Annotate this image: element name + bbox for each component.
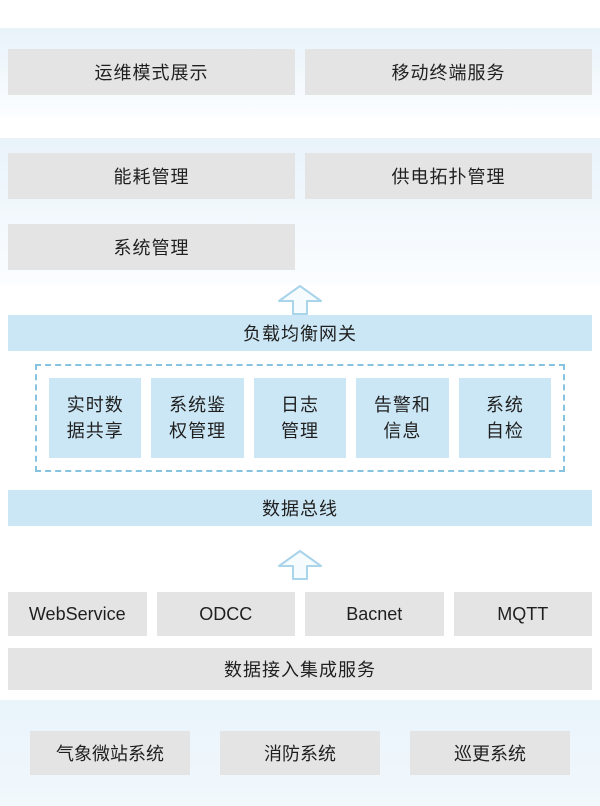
presentation-layer-band: 运维模式展示 移动终端服务 — [0, 28, 600, 116]
box-ops-mode-display: 运维模式展示 — [8, 49, 295, 95]
box-system-self-check: 系统 自检 — [458, 378, 552, 458]
management-layer-band: 能耗管理 供电拓扑管理 系统管理 — [0, 138, 600, 285]
box-system-auth-management: 系统鉴 权管理 — [151, 378, 244, 458]
gap — [0, 690, 600, 700]
box-system-management: 系统管理 — [8, 224, 295, 270]
box-patrol-system: 巡更系统 — [410, 731, 570, 775]
box-realtime-data-sharing: 实时数 据共享 — [49, 378, 142, 458]
data-bus-bar: 数据总线 — [8, 490, 592, 526]
load-balancing-gateway-bar: 负载均衡网关 — [8, 315, 592, 351]
up-arrow-icon — [0, 550, 600, 580]
box-power-topology-management: 供电拓扑管理 — [305, 153, 592, 199]
box-log-management: 日志 管理 — [253, 378, 347, 458]
box-fire-protection-system: 消防系统 — [220, 731, 380, 775]
gap — [0, 472, 600, 490]
gap — [0, 526, 600, 550]
box-alarm-and-info: 告警和 信息 — [356, 378, 449, 458]
gap — [0, 116, 600, 138]
external-systems-band: 气象微站系统 消防系统 巡更系统 — [0, 700, 600, 806]
box-odcc: ODCC — [156, 592, 295, 636]
box-mobile-terminal-service: 移动终端服务 — [305, 49, 592, 95]
up-arrow-icon — [0, 285, 600, 315]
top-margin — [0, 0, 600, 28]
box-weather-microstation-system: 气象微站系统 — [30, 731, 190, 775]
gap — [0, 580, 600, 592]
box-mqtt: MQTT — [453, 592, 592, 636]
core-services-group: 实时数 据共享 系统鉴 权管理 日志 管理 告警和 信息 系统 自检 — [35, 364, 565, 472]
box-energy-management: 能耗管理 — [8, 153, 295, 199]
protocol-row: WebService ODCC Bacnet MQTT — [0, 592, 600, 636]
box-bacnet: Bacnet — [305, 592, 444, 636]
box-webservice: WebService — [8, 592, 147, 636]
gap — [0, 351, 600, 364]
data-integration-service-bar: 数据接入集成服务 — [8, 648, 592, 690]
gap — [0, 636, 600, 648]
